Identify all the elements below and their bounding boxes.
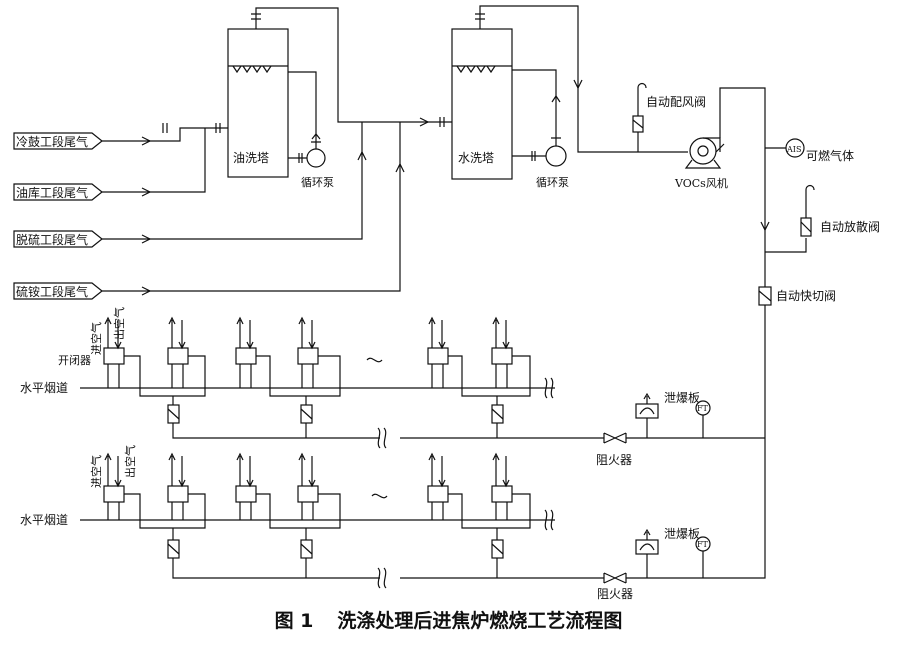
svg-text:水平烟道: 水平烟道 (20, 513, 68, 527)
source-tag-ammonium-sulfate: 硫铵工段尾气 (13, 282, 103, 300)
svg-text:循环泵: 循环泵 (301, 176, 334, 189)
vocs-fan: VOCs风机 (674, 137, 728, 190)
svg-text:出空气: 出空气 (123, 445, 137, 478)
source-tag-cold-drum: 冷鼓工段尾气 (13, 132, 103, 150)
svg-text:循环泵: 循环泵 (536, 176, 569, 189)
svg-text:冷鼓工段尾气: 冷鼓工段尾气 (16, 134, 88, 149)
svg-text:自动放散阀: 自动放散阀 (820, 219, 880, 234)
svg-text:VOCs风机: VOCs风机 (674, 176, 728, 190)
flue-section-lower: 进空气 出空气 水平烟道 (20, 445, 555, 531)
svg-text:自动快切阀: 自动快切阀 (776, 289, 836, 303)
svg-text:油洗塔: 油洗塔 (233, 151, 269, 165)
water-wash-tower: 水洗塔 (451, 13, 513, 180)
gas-header-upper: 阻火器 (167, 396, 765, 467)
water-to-fan-pipe (479, 5, 688, 153)
svg-text:阻火器: 阻火器 (596, 453, 632, 467)
figure-number: 图 1 (274, 610, 314, 632)
auto-air-valve[interactable]: 自动配风阀 (632, 82, 706, 153)
svg-text:自动配风阀: 自动配风阀 (646, 95, 706, 109)
auto-vent-valve[interactable]: 自动放散阀 (765, 184, 880, 253)
oil-to-water-pipe (255, 7, 452, 127)
svg-text:出空气: 出空气 (112, 307, 126, 340)
svg-text:水洗塔: 水洗塔 (458, 151, 494, 165)
main-header (663, 87, 786, 579)
source-tag-desulfurization: 脱硫工段尾气 (13, 230, 103, 248)
svg-text:泄爆板: 泄爆板 (664, 391, 700, 405)
figure-title: 洗涤处理后进焦炉燃烧工艺流程图 (337, 610, 623, 632)
svg-text:FT: FT (697, 404, 709, 413)
svg-text:可燃气体: 可燃气体 (806, 148, 854, 163)
water-circulation-pump: 循环泵 (512, 69, 569, 189)
oil-wash-tower: 油洗塔 (227, 13, 289, 178)
svg-text:油库工段尾气: 油库工段尾气 (16, 185, 88, 200)
ft-sensor-upper: FT (695, 400, 711, 438)
ft-sensor-lower: FT (695, 536, 711, 578)
svg-text:进空气: 进空气 (89, 322, 103, 355)
source-lines (102, 122, 405, 296)
svg-text:硫铵工段尾气: 硫铵工段尾气 (16, 284, 88, 299)
ais-analyzer: AIS 可燃气体 (785, 138, 854, 163)
switcher-group-upper (103, 316, 531, 397)
switcher-group-lower (103, 452, 531, 529)
gas-header-lower: 阻火器 (167, 528, 663, 600)
svg-text:FT: FT (697, 540, 709, 549)
oil-circulation-pump: 循环泵 (288, 71, 334, 189)
source-tag-oil-depot: 油库工段尾气 (13, 183, 103, 201)
svg-text:水平烟道: 水平烟道 (20, 381, 68, 395)
flue-section-upper: 进空气 出空气 开闭器 水平烟道 (20, 307, 555, 399)
figure-caption: 图 1 洗涤处理后进焦炉燃烧工艺流程图 (0, 606, 897, 633)
svg-text:脱硫工段尾气: 脱硫工段尾气 (16, 232, 88, 247)
explosion-vent-upper: 泄爆板 (635, 391, 700, 438)
svg-text:阻火器: 阻火器 (597, 587, 633, 600)
svg-text:泄爆板: 泄爆板 (664, 527, 700, 541)
svg-text:进空气: 进空气 (89, 455, 103, 488)
process-flow-diagram: 冷鼓工段尾气 油库工段尾气 脱硫工段尾气 硫铵工段尾气 油洗塔 (13, 5, 880, 600)
svg-text:开闭器: 开闭器 (58, 354, 91, 367)
svg-text:AIS: AIS (786, 145, 801, 154)
explosion-vent-lower: 泄爆板 (635, 527, 700, 578)
auto-cutoff-valve[interactable]: 自动快切阀 (758, 286, 836, 306)
